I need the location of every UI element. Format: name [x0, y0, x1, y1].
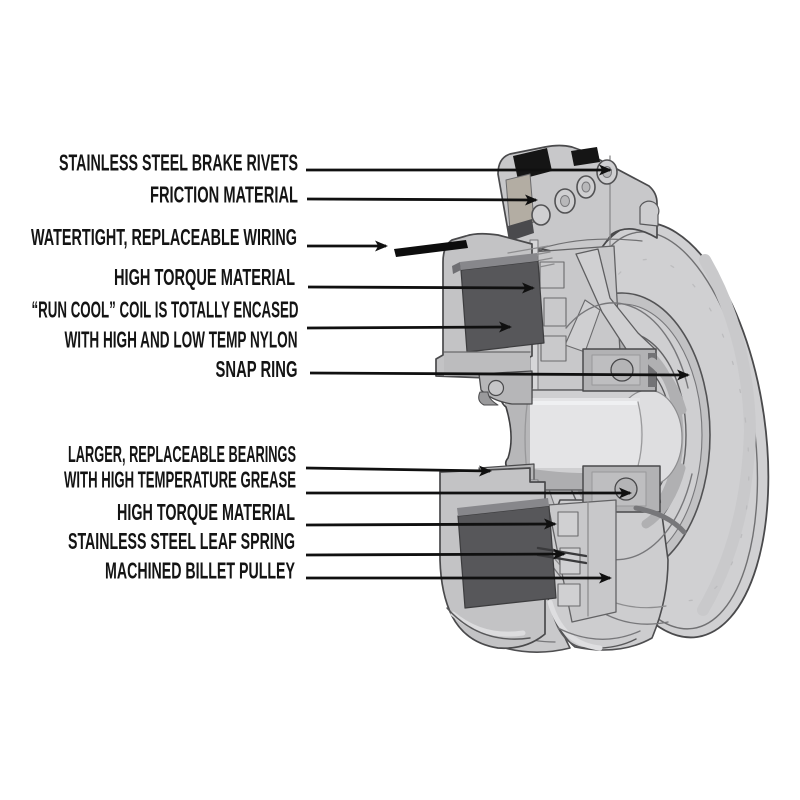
svg-text:HIGH TORQUE MATERIAL: HIGH TORQUE MATERIAL — [117, 499, 295, 525]
svg-text:WITH HIGH TEMPERATURE GREASE: WITH HIGH TEMPERATURE GREASE — [64, 467, 296, 493]
svg-text:SNAP RING: SNAP RING — [216, 356, 298, 382]
svg-text:“RUN COOL” COIL IS TOTALLY ENC: “RUN COOL” COIL IS TOTALLY ENCASED — [32, 297, 299, 323]
svg-text:MACHINED BILLET PULLEY: MACHINED BILLET PULLEY — [105, 558, 295, 584]
svg-text:HIGH TORQUE MATERIAL: HIGH TORQUE MATERIAL — [114, 264, 295, 290]
svg-text:LARGER, REPLACEABLE BEARINGS: LARGER, REPLACEABLE BEARINGS — [68, 441, 296, 467]
svg-text:WATERTIGHT, REPLACEABLE WIRING: WATERTIGHT, REPLACEABLE WIRING — [31, 224, 297, 250]
svg-text:STAINLESS STEEL LEAF SPRING: STAINLESS STEEL LEAF SPRING — [68, 528, 295, 554]
svg-text:FRICTION MATERIAL: FRICTION MATERIAL — [150, 182, 298, 208]
svg-text:STAINLESS STEEL BRAKE RIVETS: STAINLESS STEEL BRAKE RIVETS — [59, 150, 298, 176]
svg-text:WITH HIGH AND LOW TEMP NYLON: WITH HIGH AND LOW TEMP NYLON — [65, 327, 298, 353]
